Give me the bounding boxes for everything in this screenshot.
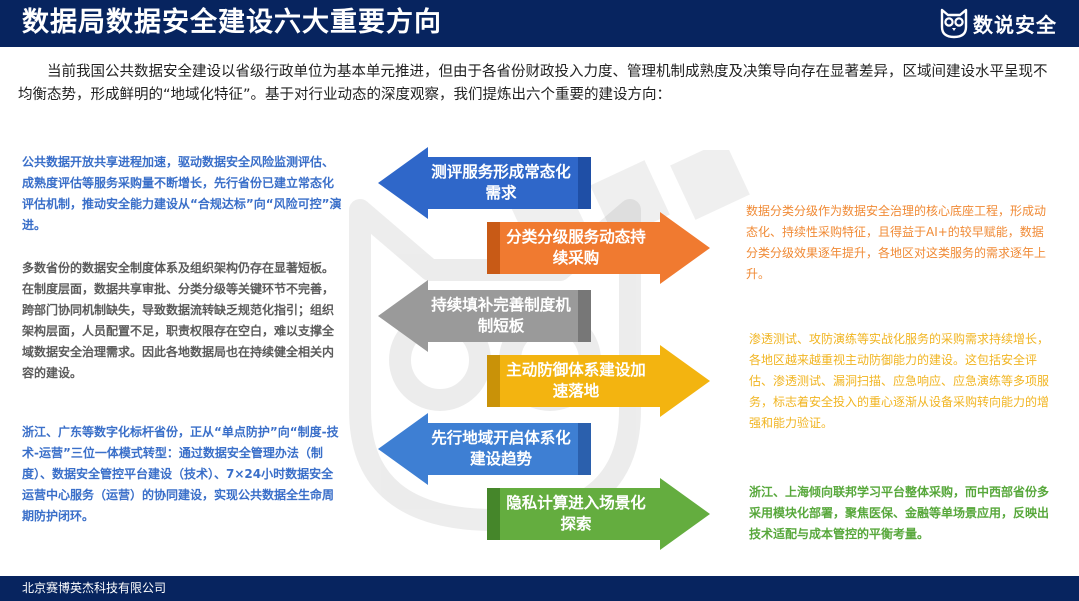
brand-logo: 数说安全 — [939, 5, 1057, 41]
arrow-2-shape — [487, 212, 710, 284]
arrow-1-shape — [378, 147, 591, 219]
description-left-1: 公共数据开放共享进程加速，驱动数据安全风险监测评估、成熟度评估等服务采购量不断增… — [22, 155, 342, 232]
arrow-3-left: 持续填补完善制度机制短板 — [378, 280, 591, 352]
company-name: 北京赛博英杰科技有限公司 — [22, 581, 167, 595]
arrow-1-label: 测评服务形成常态化需求 — [431, 163, 571, 202]
description-left-2: 多数省份的数据安全制度体系及组织架构仍存在显著短板。在制度层面，数据共享审批、分… — [22, 261, 335, 380]
arrow-6-right: 隐私计算进入场景化探索 — [487, 478, 710, 550]
footer-bar: 北京赛博英杰科技有限公司 — [0, 576, 1079, 601]
description-right-1: 数据分类分级作为数据安全治理的核心底座工程，形成动态化、持续性采购特征，且得益于… — [746, 204, 1047, 281]
arrow-4-right: 主动防御体系建设加速落地 — [487, 345, 710, 417]
arrow-5-left: 先行地域开启体系化建设趋势 — [378, 413, 591, 485]
header-bar: 数据局数据安全建设六大重要方向 数说安全 — [0, 0, 1079, 47]
arrow-4-label: 主动防御体系建设加速落地 — [506, 361, 646, 400]
owl-logo-icon — [940, 8, 968, 39]
arrow-6-label: 隐私计算进入场景化探索 — [506, 494, 646, 533]
arrow-5-label: 先行地域开启体系化建设趋势 — [431, 429, 571, 468]
description-right-2: 渗透测试、攻防演练等实战化服务的采购需求持续增长，各地区越来越重视主动防御能力的… — [749, 332, 1050, 430]
arrow-3-shape — [378, 280, 591, 352]
logo-text: 数说安全 — [973, 12, 1057, 37]
arrow-6-shape — [487, 478, 710, 550]
arrow-2-right: 分类分级服务动态持续采购 — [487, 212, 710, 284]
intro-paragraph: 当前我国公共数据安全建设以省级行政单位为基本单元推进，但由于各省份财政投入力度、… — [18, 64, 1048, 103]
arrow-4-shape — [487, 345, 710, 417]
arrow-3-label: 持续填补完善制度机制短板 — [431, 296, 571, 335]
arrow-2-label: 分类分级服务动态持续采购 — [506, 228, 646, 267]
page-title: 数据局数据安全建设六大重要方向 — [22, 7, 442, 38]
description-left-3: 浙江、广东等数字化标杆省份，正从“单点防护”向“制度-技术-运营”三位一体模式转… — [22, 425, 339, 523]
arrow-1-left: 测评服务形成常态化需求 — [378, 147, 591, 219]
arrow-5-shape — [378, 413, 591, 485]
description-right-3: 浙江、上海倾向联邦学习平台整体采购，而中西部省份多采用模块化部署，聚焦医保、金融… — [749, 485, 1050, 541]
